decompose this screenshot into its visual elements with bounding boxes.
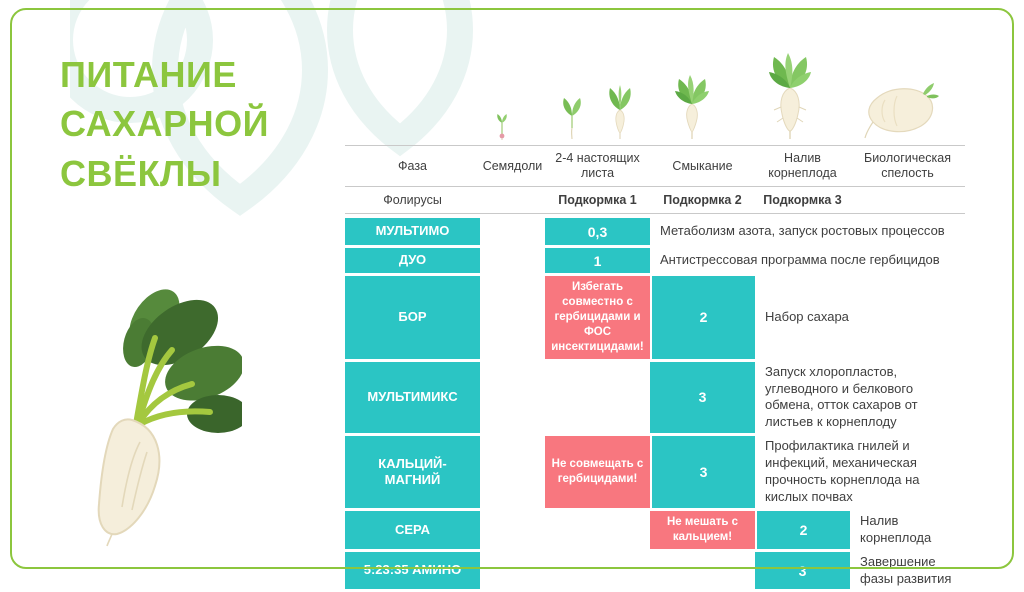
description-cell: Антистрессовая программа после гербицидо… [660,252,940,268]
product-cell: 5:23:35 АМИНО [345,551,480,590]
folirus-row-label: Фолирусы [383,192,442,207]
dose-cell: 2 [650,276,755,359]
root-filling-plant-icon [769,53,811,139]
warning-cell: Не совмещать с гербицидами! [545,436,650,508]
mature-beet-icon [864,83,939,139]
title-line: ПИТАНИЕ [60,54,237,95]
young-plant-icon [609,85,631,139]
product-rows: МУЛЬТИМО 0,3 Метаболизм азота, запуск ро… [345,218,965,590]
table-row: БОР Избегать совместно с гербицидами и Ф… [345,276,965,359]
description-cell: Налив корнеплода [860,512,932,545]
beet-leaves-icon [123,289,242,433]
nutrition-table: Фаза Семядоли 2-4 настоящих листа Смыкан… [345,145,965,592]
table-row: КАЛЬЦИЙ- МАГНИЙ Не совмещать с гербицида… [345,436,965,508]
feeding-label: Подкормка 1 [558,192,637,207]
description-cell: Запуск хлоропластов, углеводного и белко… [765,363,918,430]
description-cell: Метаболизм азота, запуск ростовых процес… [660,223,945,239]
description-cell: Завершение фазы развития [860,553,952,586]
product-cell: МУЛЬТИМО [345,218,480,245]
phase-row-label: Фаза [398,158,427,173]
table-row: СЕРА Не мешать с кальцием! 2 Налив корне… [345,510,965,549]
sugar-beet-illustration [97,289,242,547]
dose-cell: 2 [755,510,850,549]
phase-header-cell: Налив корнеплода [768,151,837,180]
beet-stems-icon [133,335,213,427]
phase-header-row: Фаза Семядоли 2-4 настоящих листа Смыкан… [345,145,965,187]
table-row: ДУО 1 Антистрессовая программа после гер… [345,248,965,273]
dose-cell: 3 [650,361,755,434]
product-cell: КАЛЬЦИЙ- МАГНИЙ [345,436,480,508]
product-cell: МУЛЬТИМИКС [345,361,480,434]
phase-header-cell: Семядоли [482,158,543,173]
seedling-icon [563,98,581,140]
warning-cell: Избегать совместно с гербицидами и ФОС и… [545,276,650,359]
dose-cell: 0,3 [545,218,650,245]
warning-cell: Не мешать с кальцием! [650,510,755,549]
feeding-label: Подкормка 2 [663,192,742,207]
dose-cell: 1 [545,248,650,273]
dose-cell: 3 [755,551,850,590]
title-line: СВЁКЛЫ [60,152,222,194]
product-cell: СЕРА [345,510,480,549]
phase-header-cell: 2-4 настоящих листа [555,151,640,180]
description-cell: Профилактика гнилей и инфекций, механиче… [765,438,920,504]
phase-header-cell: Биологическая спелость [864,151,951,180]
dose-cell: 3 [650,436,755,508]
title-line: САХАРНОЙ [60,103,269,145]
description-cell: Набор сахара [765,308,849,324]
table-row: МУЛЬТИМО 0,3 Метаболизм азота, запуск ро… [345,218,965,245]
leaf-watermark-icon [70,0,473,216]
table-row: МУЛЬТИМИКС 3 Запуск хлоропластов, углево… [345,361,965,434]
beet-root-icon [97,418,161,547]
page-title: ПИТАНИЕ САХАРНОЙ СВЁКЛЫ [60,50,269,198]
feeding-header-row: Фолирусы Подкормка 1 Подкормка 2 Подкорм… [345,187,965,214]
empty-cell [480,197,545,203]
table-row: 5:23:35 АМИНО 3 Завершение фазы развития [345,551,965,590]
product-cell: ДУО [345,248,480,273]
leaf-canopy-icon [675,75,709,139]
growth-stages-row [345,36,965,142]
product-cell: БОР [345,276,480,359]
feeding-label: Подкормка 3 [763,192,842,207]
phase-header-cell: Смыкание [672,158,733,173]
cotyledon-sprout-icon [497,114,507,140]
